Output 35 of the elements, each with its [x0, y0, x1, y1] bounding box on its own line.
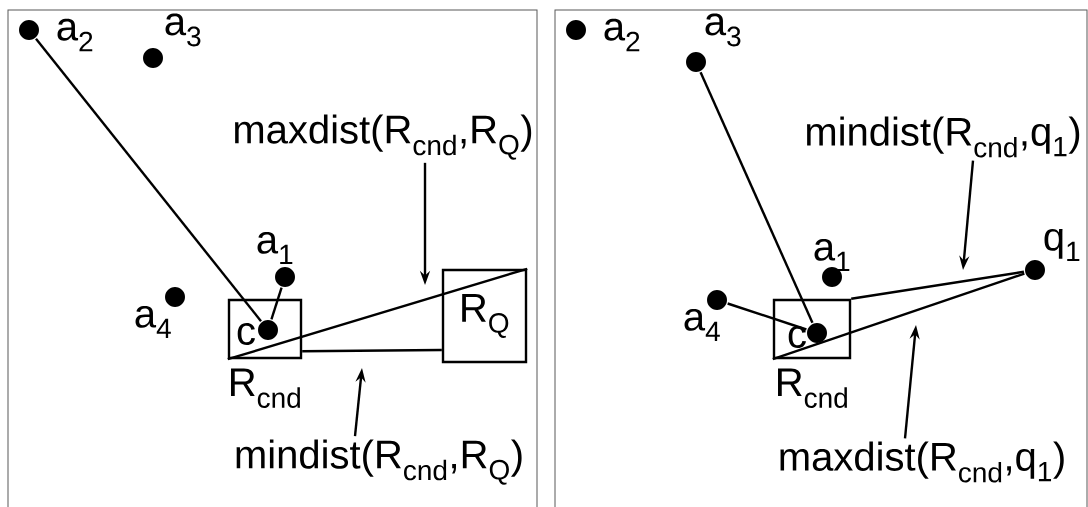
connecting-line: [35, 38, 262, 322]
point-label: a$_{3}$: [165, 13, 201, 47]
point-label: q$_{1}$: [1044, 228, 1080, 262]
point-dot: [566, 20, 586, 40]
point-label: a$_{3}$: [705, 13, 741, 47]
point-label: a$_{2}$: [604, 18, 640, 52]
point-dot: [143, 48, 163, 68]
point-dot: [807, 323, 827, 343]
connecting-line: [727, 302, 807, 331]
distance-label: maxdist(R$_{cnd}$,q$_{1}$): [780, 441, 1064, 483]
point-dot: [165, 287, 185, 307]
point-label: a$_{4}$: [135, 305, 171, 339]
rectangle-box: R$_{Q}$: [441, 268, 528, 364]
point-dot: [275, 267, 295, 287]
distance-label: mindist(R$_{cnd}$,R$_{Q}$): [236, 439, 522, 485]
distance-label: mindist(R$_{cnd}$,q$_{1}$): [807, 116, 1080, 158]
point-dot: [707, 290, 727, 310]
box-label: R$_{cnd}$: [778, 368, 847, 408]
point-label: a$_{4}$: [684, 308, 720, 342]
distance-label: maxdist(R$_{cnd}$,R$_{Q}$): [235, 114, 532, 160]
point-dot: [258, 320, 278, 340]
connecting-line: [270, 287, 283, 320]
box-label: R$_{cnd}$: [231, 368, 300, 408]
point-dot: [1025, 260, 1045, 280]
connecting-line: [851, 270, 1025, 300]
point-dot: [19, 20, 39, 40]
point-label: a$_{1}$: [257, 231, 293, 265]
point-label: a$_{2}$: [57, 18, 93, 52]
connecting-line: [302, 348, 442, 353]
point-dot: [686, 52, 706, 72]
point-label: c: [237, 323, 255, 345]
connecting-line: [699, 71, 814, 324]
point-label: a$_{1}$: [814, 238, 850, 272]
connecting-line: [772, 272, 1025, 361]
connecting-line: [227, 267, 528, 361]
